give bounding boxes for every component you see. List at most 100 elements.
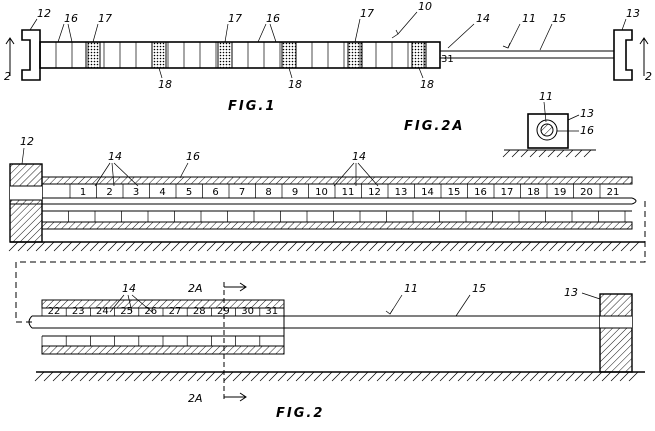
ground-hatch bbox=[386, 241, 397, 252]
ground-hatch bbox=[448, 371, 459, 382]
fig2-ref-14: 14 bbox=[352, 150, 366, 163]
ground-hatch bbox=[188, 241, 199, 252]
ground-hatch bbox=[197, 241, 208, 252]
ground-hatch bbox=[61, 371, 72, 382]
fig2-top-scale-ticks bbox=[69, 184, 601, 198]
ground-hatch bbox=[152, 241, 163, 252]
ground-hatch bbox=[358, 371, 369, 382]
scale-number: 23 bbox=[72, 306, 85, 317]
ground-hatch bbox=[547, 149, 556, 158]
ground-hatch bbox=[566, 241, 577, 252]
fig2-ref-14-lower: 14 bbox=[122, 282, 136, 295]
ground-hatch bbox=[215, 241, 226, 252]
fig1-section-line-right bbox=[639, 37, 649, 76]
ground-hatch bbox=[583, 371, 594, 382]
scale-number: 28 bbox=[193, 306, 206, 317]
ground-hatch bbox=[394, 371, 405, 382]
ground-hatch bbox=[548, 241, 559, 252]
ground-hatch bbox=[323, 241, 334, 252]
ground-hatch bbox=[296, 241, 307, 252]
ground-hatch bbox=[376, 371, 387, 382]
ground-hatch bbox=[503, 241, 514, 252]
fig1-ref: 17 bbox=[360, 7, 374, 20]
ground-hatch bbox=[377, 241, 388, 252]
scale-number: 16 bbox=[474, 187, 487, 198]
ground-hatch bbox=[80, 241, 91, 252]
ground-hatch bbox=[88, 371, 99, 382]
fig2-top-magnet-cells bbox=[41, 211, 626, 222]
fig2a-rod-outer bbox=[536, 119, 558, 141]
scale-number: 15 bbox=[448, 187, 461, 198]
ground-hatch bbox=[314, 241, 325, 252]
ground-hatch bbox=[295, 371, 306, 382]
ground-hatch bbox=[592, 371, 603, 382]
fig2-housing-top bbox=[41, 176, 633, 185]
ground-hatch bbox=[368, 241, 379, 252]
fig2-section-label: 2A bbox=[188, 392, 203, 405]
ground-hatch bbox=[439, 371, 450, 382]
ground-hatch bbox=[602, 241, 613, 252]
scale-number: 26 bbox=[144, 306, 157, 317]
ground-hatch bbox=[565, 149, 574, 158]
fig2-label: FIG.2 bbox=[276, 406, 324, 421]
ground-hatch bbox=[593, 241, 604, 252]
ground-hatch bbox=[106, 371, 117, 382]
ground-hatch bbox=[431, 241, 442, 252]
scale-number: 1 bbox=[80, 187, 86, 198]
ground-hatch bbox=[467, 241, 478, 252]
ground-hatch bbox=[628, 371, 639, 382]
ground-hatch bbox=[278, 241, 289, 252]
fig1-ref: 15 bbox=[552, 12, 566, 25]
scale-number: 25 bbox=[120, 306, 133, 317]
ground-hatch bbox=[512, 241, 523, 252]
fig1-ref: 12 bbox=[37, 7, 51, 20]
ground-hatch bbox=[44, 241, 55, 252]
ground-hatch bbox=[493, 371, 504, 382]
fig1-magnet bbox=[347, 41, 363, 69]
scale-number: 31 bbox=[265, 306, 278, 317]
fig1-ref: 31 bbox=[441, 54, 454, 65]
scale-number: 20 bbox=[580, 187, 593, 198]
scale-number: 21 bbox=[607, 187, 620, 198]
fig2-end-block-12 bbox=[9, 163, 43, 243]
fig1-assembly: 12 16 17 17 16 17 10 14 11 15 13 18 18 1… bbox=[4, 0, 652, 114]
ground-hatch bbox=[422, 241, 433, 252]
fig1-ref: 18 bbox=[420, 78, 434, 91]
ground-hatch bbox=[458, 241, 469, 252]
fig2-continuation-line bbox=[15, 201, 646, 323]
ground-hatch bbox=[98, 241, 109, 252]
ground-hatch bbox=[250, 371, 261, 382]
ground-hatch bbox=[539, 241, 550, 252]
ground-hatch bbox=[485, 241, 496, 252]
scale-number: 30 bbox=[241, 306, 254, 317]
fig1-ref: 14 bbox=[476, 12, 490, 25]
fig2a-ref: 11 bbox=[539, 90, 553, 103]
fig1-scale-bar bbox=[39, 41, 441, 69]
ground-hatch bbox=[8, 241, 19, 252]
fig2-ref-13: 13 bbox=[564, 286, 578, 299]
ground-hatch bbox=[196, 371, 207, 382]
scale-number: 12 bbox=[368, 187, 381, 198]
ground-hatch bbox=[304, 371, 315, 382]
ground-hatch bbox=[574, 149, 583, 158]
ground-hatch bbox=[466, 371, 477, 382]
ground-hatch bbox=[529, 149, 538, 158]
ground-hatch bbox=[502, 149, 511, 158]
fig2-housing-bottom bbox=[41, 221, 633, 230]
ground-hatch bbox=[241, 371, 252, 382]
ground-hatch bbox=[440, 241, 451, 252]
ground-hatch bbox=[170, 241, 181, 252]
ground-hatch bbox=[161, 241, 172, 252]
ground-hatch bbox=[206, 241, 217, 252]
scale-number: 24 bbox=[96, 306, 109, 317]
ground-hatch bbox=[205, 371, 216, 382]
fig2-bottom-ground bbox=[34, 371, 639, 382]
ground-hatch bbox=[133, 371, 144, 382]
fig2a-ref: 16 bbox=[580, 124, 594, 137]
ground-hatch bbox=[557, 241, 568, 252]
ground-hatch bbox=[629, 241, 640, 252]
ground-hatch bbox=[520, 149, 529, 158]
scale-number: 6 bbox=[212, 187, 218, 198]
